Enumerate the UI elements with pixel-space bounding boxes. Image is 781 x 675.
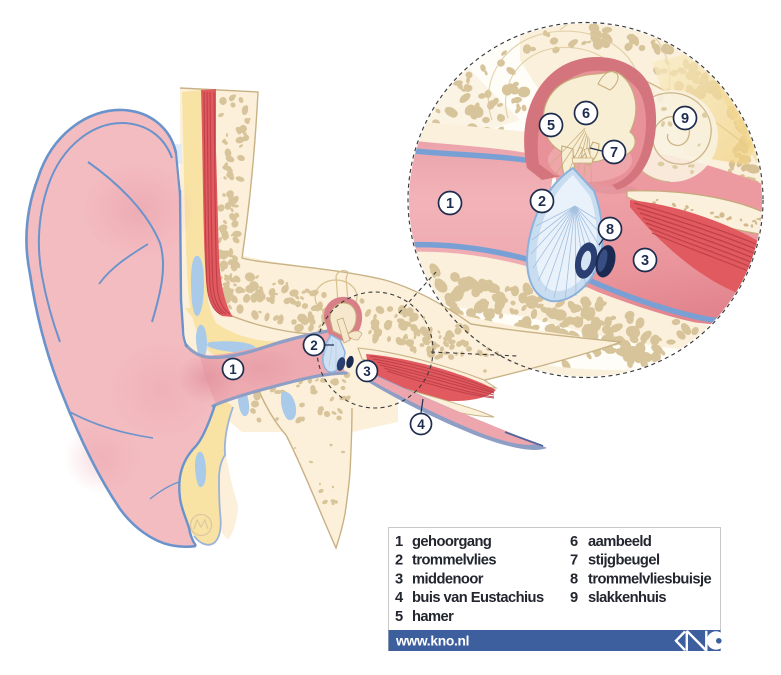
svg-text:buis van Eustachius: buis van Eustachius <box>412 590 544 606</box>
svg-text:5: 5 <box>547 118 555 134</box>
svg-text:3: 3 <box>363 364 371 379</box>
svg-text:3: 3 <box>395 571 403 587</box>
svg-text:7: 7 <box>610 145 618 161</box>
svg-text:middenoor: middenoor <box>412 571 484 587</box>
svg-text:slakkenhuis: slakkenhuis <box>588 590 666 606</box>
svg-text:5: 5 <box>395 609 403 625</box>
svg-text:trommelvlies: trommelvlies <box>412 553 496 569</box>
svg-text:2: 2 <box>310 338 318 353</box>
svg-text:2: 2 <box>395 553 403 569</box>
svg-text:8: 8 <box>570 571 578 587</box>
svg-text:trommelvliesbuisje: trommelvliesbuisje <box>588 571 712 587</box>
svg-text:stijgbeugel: stijgbeugel <box>588 553 660 569</box>
svg-text:1: 1 <box>229 362 237 377</box>
svg-text:8: 8 <box>606 222 614 238</box>
svg-text:3: 3 <box>641 253 649 269</box>
svg-text:2: 2 <box>538 194 546 210</box>
svg-text:7: 7 <box>570 553 578 569</box>
svg-text:4: 4 <box>395 590 404 606</box>
svg-text:www.kno.nl: www.kno.nl <box>395 634 469 649</box>
svg-text:1: 1 <box>446 196 454 212</box>
svg-text:gehoorgang: gehoorgang <box>412 534 491 550</box>
svg-text:hamer: hamer <box>412 609 454 625</box>
svg-text:4: 4 <box>417 417 425 432</box>
svg-text:1: 1 <box>395 534 403 550</box>
svg-text:6: 6 <box>570 534 578 550</box>
svg-text:aambeeld: aambeeld <box>588 534 651 550</box>
svg-text:9: 9 <box>570 590 578 606</box>
svg-text:9: 9 <box>681 111 689 127</box>
svg-text:6: 6 <box>582 106 590 122</box>
